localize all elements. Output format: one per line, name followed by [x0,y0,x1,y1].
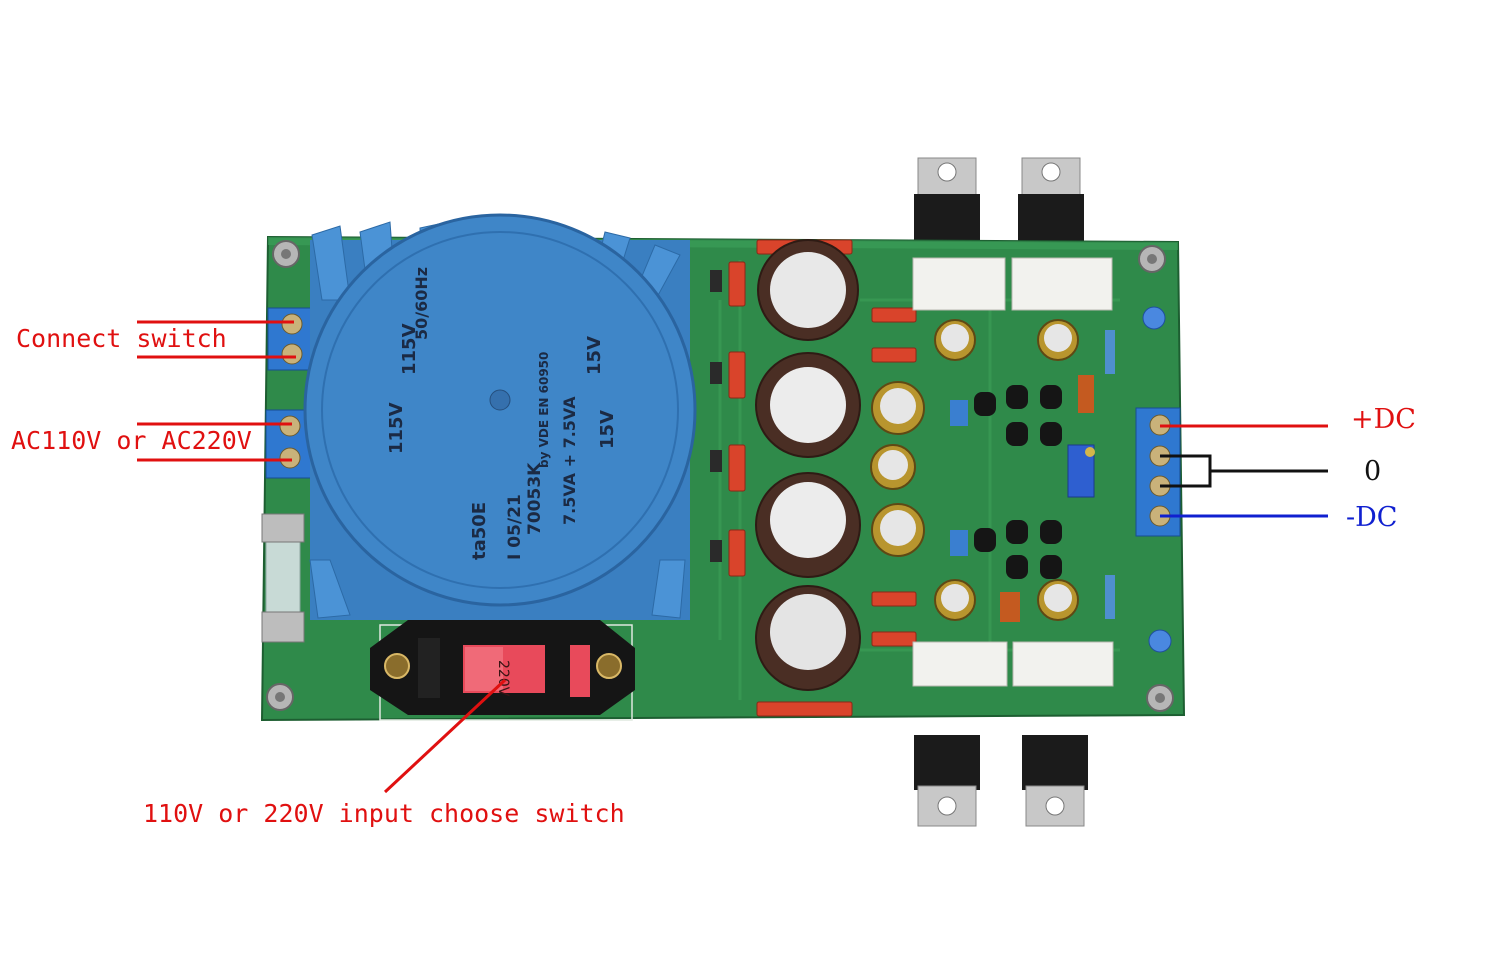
transformer-115v-b: 115V [386,402,407,454]
small-capacitors [870,319,1079,621]
mosfet-top-right [1018,157,1084,244]
transformer-vde: by VDE EN 60950 [537,352,551,468]
transformer: 50/60Hz 115V 115V 15V 15V 7.5VA + 7.5VA … [303,213,697,620]
voltage-selector-switch: 220V [370,620,635,715]
fuse [261,513,305,643]
diodes [710,270,722,562]
transformer-15v-a: 15V [584,336,605,375]
annotation-lines [137,320,1328,794]
transformer-freq: 50/60Hz [412,267,431,340]
mosfet-bottom-left [914,735,980,827]
annotation-voltage-switch: 110V or 220V input choose switch [143,799,625,828]
transformer-model: 70053K [525,462,545,535]
transformer-15v-b: 15V [597,410,618,449]
power-resistors [912,257,1114,687]
transformer-date: I 05/21 [505,494,525,560]
terminal-block-switch [267,307,319,371]
trim-potentiometer [1067,444,1095,498]
transformer-part: ta50E [469,502,490,560]
transistors [974,385,1062,579]
annotation-zero: 0 [1364,456,1382,487]
leds [1142,306,1172,653]
annotation-ac-input: AC110V or AC220V [11,426,252,455]
mosfet-bottom-right [1022,735,1088,827]
switch-label: 220V [495,660,511,697]
transformer-115v-a: 115V [399,323,420,375]
transformer-va: 7.5VA + 7.5VA [560,396,579,525]
filter-capacitors [755,239,861,691]
annotation-minus-dc: -DC [1346,502,1398,533]
mosfet-top-left [914,157,980,244]
annotation-plus-dc: +DC [1351,404,1416,435]
annotation-connect-switch: Connect switch [16,324,227,353]
film-components [950,330,1115,622]
